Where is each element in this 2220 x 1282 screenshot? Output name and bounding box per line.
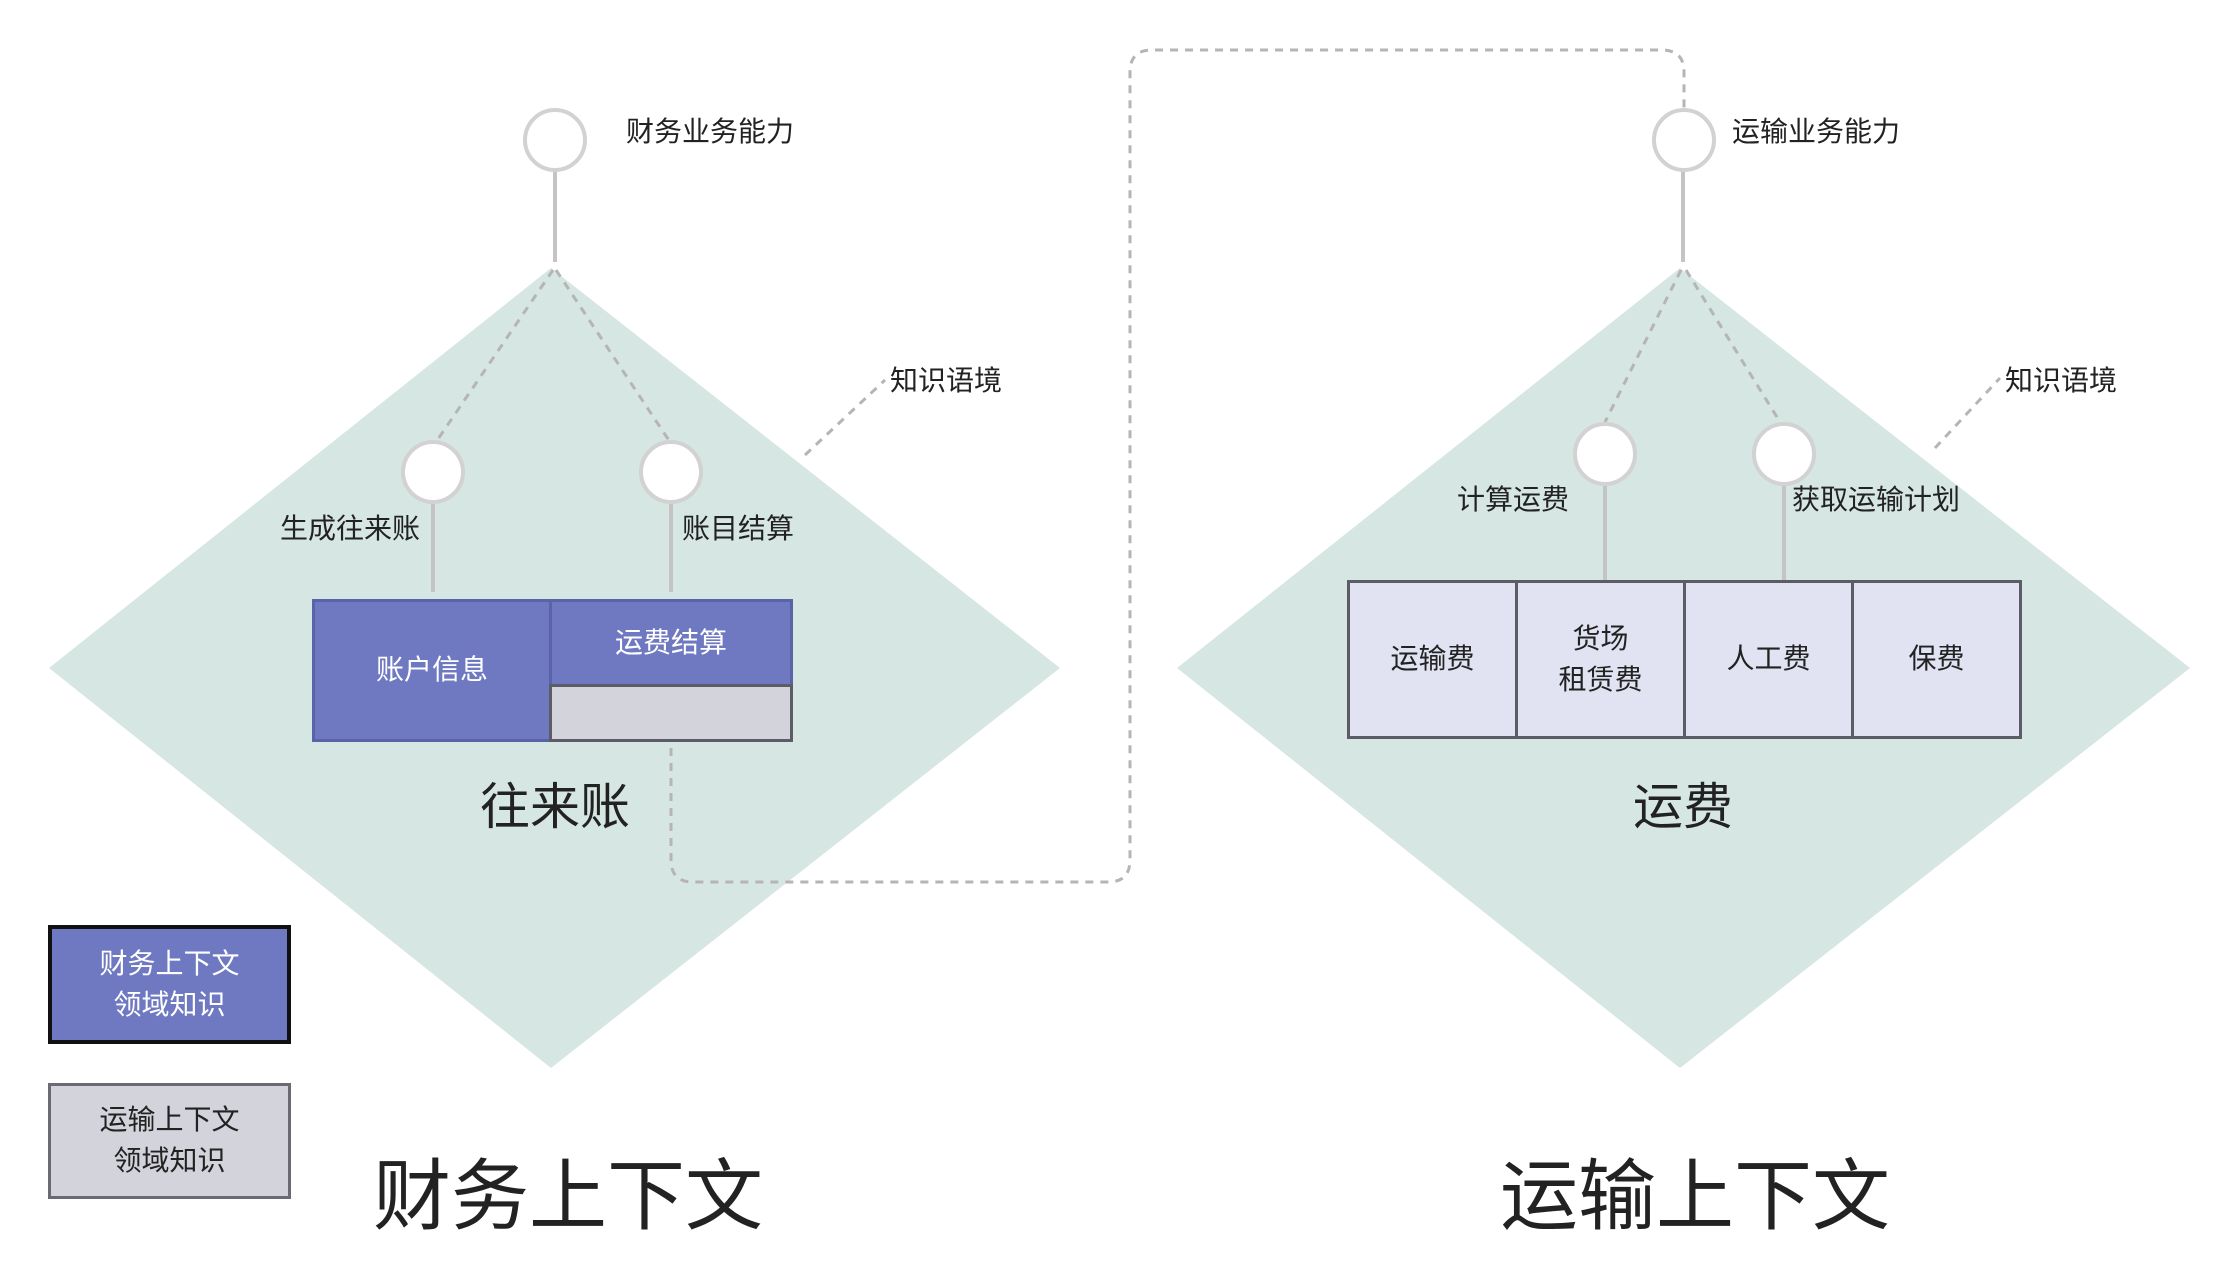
cost-tile-line: 租赁费 [1558, 662, 1643, 696]
transport-capability-label: 运输业务能力 [1732, 115, 1901, 148]
finance-knowledge-pointer [803, 378, 887, 457]
transport-node-left [1573, 422, 1637, 486]
cost-tile-line: 人工费 [1726, 642, 1811, 676]
cost-tile: 人工费 [1683, 580, 1854, 739]
cost-tile: 保费 [1851, 580, 2022, 739]
transport-knowledge-pointer [1933, 376, 2002, 450]
account-info-label: 账户信息 [375, 653, 488, 687]
transport-node-right-label: 获取运输计划 [1792, 483, 1961, 516]
legend-transport-box: 运输上下文 领域知识 [48, 1083, 291, 1199]
transport-dashed-branch-left [1603, 269, 1683, 423]
finance-node-right [639, 440, 703, 504]
legend-finance-line1: 财务上下文 [99, 946, 240, 980]
transport-knowledge-slot [549, 684, 793, 742]
freight-settlement-label: 运费结算 [614, 625, 727, 659]
transport-capability-node [1652, 108, 1716, 172]
finance-capability-node [523, 108, 587, 172]
cost-tile: 运输费 [1347, 580, 1518, 739]
transport-node-right [1752, 422, 1816, 486]
legend-transport-line2: 领域知识 [113, 1144, 226, 1177]
transport-node-left-label: 计算运费 [1457, 483, 1570, 516]
finance-node-right-label: 账目结算 [682, 512, 795, 545]
legend-finance-line2: 领域知识 [113, 987, 226, 1021]
context-relation-path [669, 48, 1686, 884]
cost-tile-line: 运输费 [1390, 642, 1475, 676]
legend-transport-line1: 运输上下文 [99, 1103, 240, 1137]
freight-settlement-box: 运费结算 [549, 599, 793, 687]
finance-dashed-branch-right [554, 269, 672, 443]
transport-context-name: 运费 [1633, 778, 1733, 836]
finance-context-title: 财务上下文 [373, 1152, 764, 1242]
legend-finance-box: 财务上下文 领域知识 [48, 925, 291, 1044]
cost-tile-line: 货场 [1572, 621, 1629, 655]
cost-tile: 货场 租赁费 [1515, 580, 1686, 739]
finance-dashed-branch-left [434, 269, 555, 443]
finance-knowledge-context-label: 知识语境 [890, 364, 1003, 397]
finance-node-left-label: 生成往来账 [280, 512, 421, 545]
cost-tile-line: 保费 [1908, 642, 1965, 676]
account-info-box: 账户信息 [312, 599, 552, 742]
transport-knowledge-context-label: 知识语境 [2005, 364, 2118, 397]
finance-capability-label: 财务业务能力 [626, 115, 795, 148]
transport-context-title: 运输上下文 [1500, 1152, 1891, 1242]
finance-node-left [401, 440, 465, 504]
finance-context-name: 往来账 [480, 778, 630, 836]
